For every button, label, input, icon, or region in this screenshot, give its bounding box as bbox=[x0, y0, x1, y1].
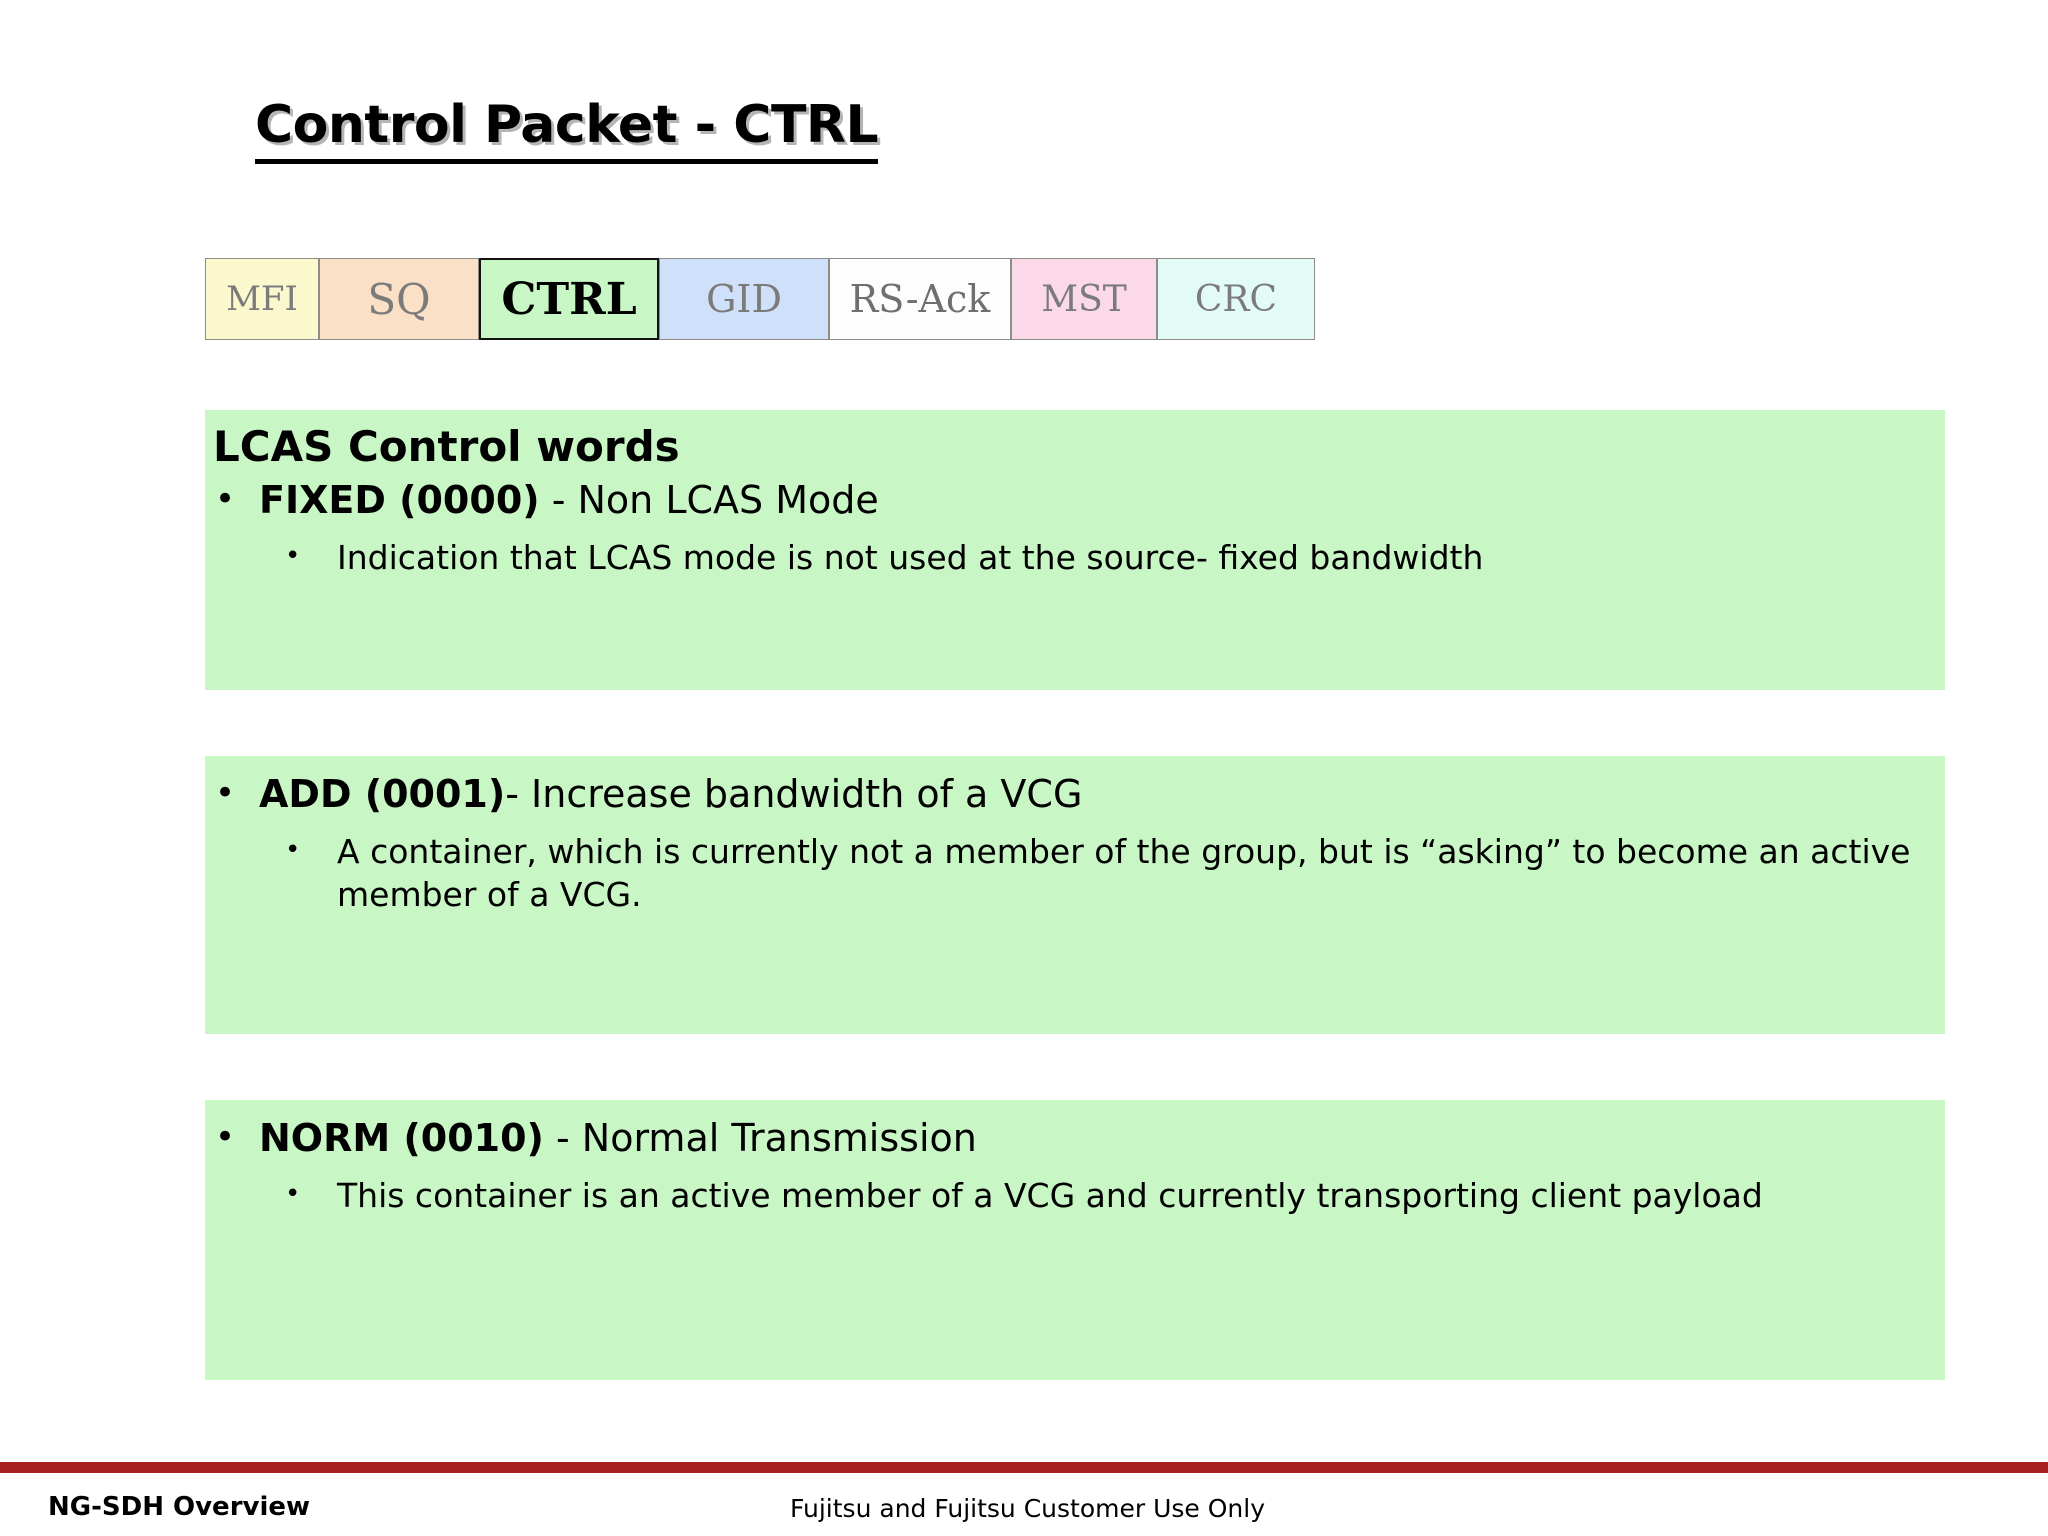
bullet-norm-text: NORM (0010) - Normal Transmission bbox=[259, 1116, 977, 1161]
content-block-norm: • NORM (0010) - Normal Transmission • Th… bbox=[205, 1100, 1945, 1380]
bullet-add-text: ADD (0001)- Increase bandwidth of a VCG bbox=[259, 772, 1082, 817]
packet-cell-crc[interactable]: CRC bbox=[1157, 258, 1315, 340]
bullet-fixed-text: FIXED (0000) - Non LCAS Mode bbox=[259, 478, 879, 523]
packet-cell-mst[interactable]: MST bbox=[1011, 258, 1157, 340]
footer-deck-name: NG-SDH Overview bbox=[48, 1492, 311, 1522]
sub-bullet-fixed: • Indication that LCAS mode is not used … bbox=[205, 523, 1945, 580]
sub-bullet-norm: • This container is an active member of … bbox=[205, 1161, 1945, 1218]
bullet-add: • ADD (0001)- Increase bandwidth of a VC… bbox=[205, 756, 1945, 817]
content-block-add: • ADD (0001)- Increase bandwidth of a VC… bbox=[205, 756, 1945, 1034]
bullet-norm-code: NORM (0010) bbox=[259, 1116, 544, 1160]
bullet-add-code: ADD (0001) bbox=[259, 772, 506, 816]
packet-cell-ctrl[interactable]: CTRL bbox=[479, 258, 659, 340]
packet-cell-sq[interactable]: SQ bbox=[319, 258, 479, 340]
packet-cell-mfi-label: MFI bbox=[226, 279, 298, 319]
packet-cell-crc-label: CRC bbox=[1194, 278, 1278, 320]
packet-header-diagram: MFI SQ CTRL GID RS-Ack MST CRC bbox=[205, 258, 1315, 340]
packet-cell-ctrl-label: CTRL bbox=[501, 273, 637, 325]
bullet-marker-icon: • bbox=[215, 1117, 236, 1157]
packet-cell-gid-label: GID bbox=[706, 277, 782, 321]
bullet-fixed: • FIXED (0000) - Non LCAS Mode bbox=[205, 470, 1945, 523]
bullet-fixed-code: FIXED (0000) bbox=[259, 478, 540, 523]
packet-cell-sq-label: SQ bbox=[367, 274, 431, 324]
sub-bullet-add-text: A container, which is currently not a me… bbox=[337, 831, 1911, 914]
packet-cell-gid[interactable]: GID bbox=[659, 258, 829, 340]
packet-cell-rs-ack-label: RS-Ack bbox=[849, 277, 991, 321]
bullet-marker-icon: • bbox=[215, 773, 236, 813]
bullet-norm: • NORM (0010) - Normal Transmission bbox=[205, 1100, 1945, 1161]
sub-bullet-marker-icon: • bbox=[285, 541, 301, 572]
footer-confidentiality-notice: Fujitsu and Fujitsu Customer Use Only bbox=[790, 1494, 1266, 1523]
sub-bullet-fixed-text: Indication that LCAS mode is not used at… bbox=[337, 538, 1484, 578]
bullet-norm-desc: - Normal Transmission bbox=[543, 1116, 977, 1160]
bullet-add-desc: - Increase bandwidth of a VCG bbox=[505, 772, 1083, 816]
lcas-control-words-heading: LCAS Control words bbox=[213, 422, 680, 471]
packet-cell-mst-label: MST bbox=[1041, 278, 1127, 320]
bullet-fixed-desc: - Non LCAS Mode bbox=[539, 478, 879, 523]
content-block-fixed: LCAS Control words • FIXED (0000) - Non … bbox=[205, 410, 1945, 690]
sub-bullet-marker-icon: • bbox=[285, 834, 301, 865]
footer-divider bbox=[0, 1462, 2048, 1473]
packet-cell-mfi[interactable]: MFI bbox=[205, 258, 319, 340]
bullet-marker-icon: • bbox=[215, 479, 236, 520]
packet-cell-rs-ack[interactable]: RS-Ack bbox=[829, 258, 1011, 340]
page-title: Control Packet - CTRL bbox=[255, 98, 879, 164]
sub-bullet-norm-text: This container is an active member of a … bbox=[337, 1175, 1763, 1215]
sub-bullet-marker-icon: • bbox=[285, 1178, 301, 1209]
sub-bullet-add: • A container, which is currently not a … bbox=[205, 817, 1945, 917]
